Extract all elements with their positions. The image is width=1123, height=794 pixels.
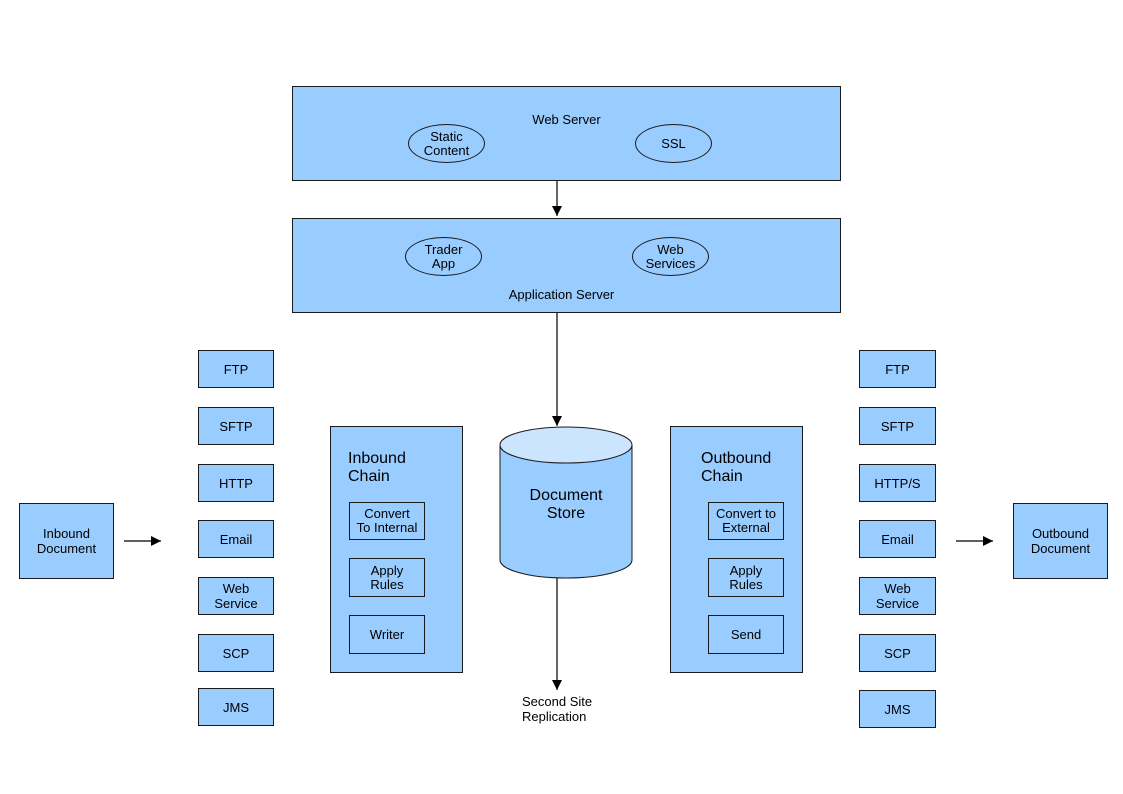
inbound-protocol-http: HTTP [198,464,274,502]
outbound-protocol-sftp: SFTP [859,407,936,445]
inbound-protocol-scp: SCP [198,634,274,672]
outbound-step-send: Send [708,615,784,654]
inbound-step-convert: Convert To Internal [349,502,425,540]
application-server-box: Application Server [292,218,841,313]
outbound-protocol-scp: SCP [859,634,936,672]
outbound-document-box: Outbound Document [1013,503,1108,579]
document-store-cylinder [499,426,633,579]
outbound-step-convert: Convert to External [708,502,784,540]
inbound-protocol-jms: JMS [198,688,274,726]
web-services-node: Web Services [632,237,709,276]
inbound-step-writer: Writer [349,615,425,654]
outbound-protocol-web-service: Web Service [859,577,936,615]
inbound-protocol-ftp: FTP [198,350,274,388]
outbound-protocol-jms: JMS [859,690,936,728]
outbound-protocol-https: HTTP/S [859,464,936,502]
trader-app-node: Trader App [405,237,482,276]
ssl-node: SSL [635,124,712,163]
outbound-step-apply-rules: Apply Rules [708,558,784,597]
inbound-protocol-web-service: Web Service [198,577,274,615]
web-server-box: Web Server [292,86,841,181]
static-content-node: Static Content [408,124,485,163]
outbound-protocol-ftp: FTP [859,350,936,388]
inbound-protocol-email: Email [198,520,274,558]
document-store-label: Document Store [529,487,603,522]
inbound-step-apply-rules: Apply Rules [349,558,425,597]
application-server-title: Application Server [508,287,615,302]
inbound-protocol-sftp: SFTP [198,407,274,445]
web-server-title: Web Server [532,112,601,127]
second-site-replication-label: Second Site Replication [522,694,593,724]
outbound-chain-title: Outbound Chain [701,450,772,485]
inbound-document-box: Inbound Document [19,503,114,579]
inbound-chain-title: Inbound Chain [348,450,406,485]
outbound-protocol-email: Email [859,520,936,558]
